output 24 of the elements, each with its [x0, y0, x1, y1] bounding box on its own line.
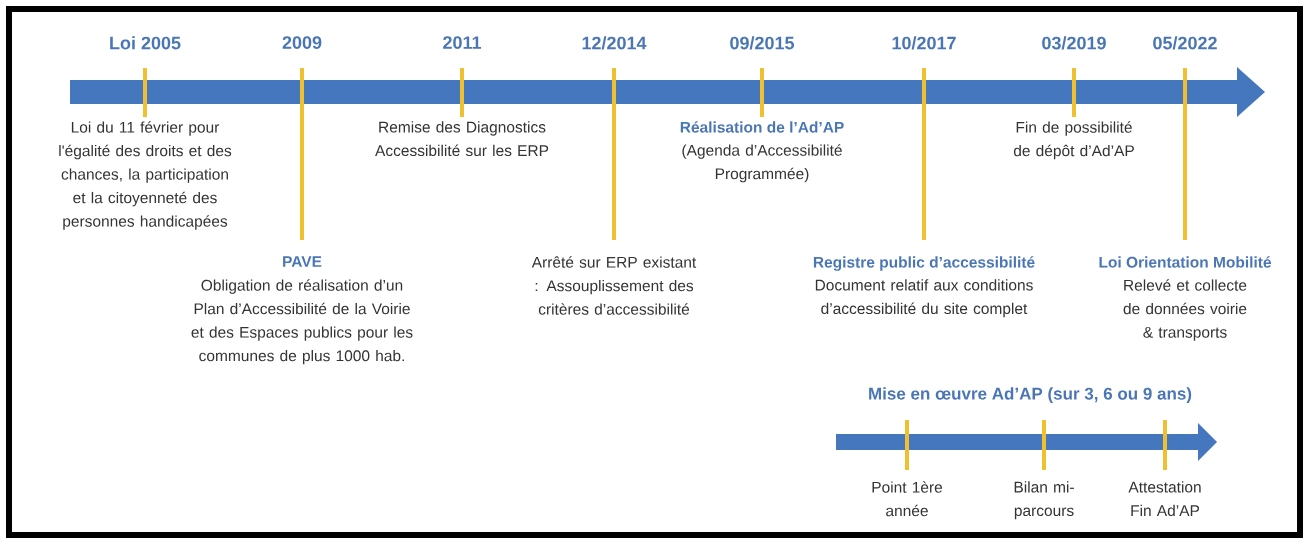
date-label: 10/2017	[892, 36, 956, 50]
event-heading: PAVE	[283, 256, 322, 267]
event-description: Relevé et collecte de données voirie & transports	[1123, 279, 1247, 341]
event-heading: Réalisation de l’Ad’AP	[680, 121, 844, 133]
event-description: Fin de possibilité de dépôt d’Ad’AP	[1013, 121, 1134, 160]
event-description: (Agenda d’Accessibilité Programmée)	[682, 144, 842, 183]
event-description: Arrêté sur ERP existant : Assouplissement des critères d’accessibilité	[531, 256, 697, 315]
event-description: Point 1ère année	[872, 481, 943, 517]
event-heading: Registre public d’accessibilité	[813, 256, 1035, 271]
date-label: 12/2014	[582, 36, 647, 50]
date-label: Loi 2005	[110, 36, 181, 50]
date-label: 2009	[282, 36, 322, 49]
event-description: Obligation de réalisation d’un Plan d’Accessibilité de la Voirie et des Espaces publics pour les communes de plus 1000 hab.	[191, 279, 413, 365]
event-description: Attestation Fin Ad’AP	[1128, 481, 1201, 517]
date-label: 09/2015	[730, 36, 795, 50]
event-description: Loi du 11 février pour l'égalité des droits et des chances, la participation et la citoyenneté des personnes handicapées	[59, 121, 232, 230]
date-label: 03/2019	[1042, 36, 1106, 50]
event-description: Document relatif aux conditions d’accessibilité du site complet	[815, 279, 1033, 318]
event-description: Remise des Diagnostics Accessibilité sur les ERP	[375, 121, 549, 157]
event-description: Bilan mi-parcours	[1014, 481, 1074, 520]
date-label: 05/2022	[1153, 36, 1217, 50]
section-heading: Mise en œuvre Ad’AP (sur 3, 6 ou 9 ans)	[869, 387, 1192, 404]
event-heading: Loi Orientation Mobilité	[1099, 256, 1272, 268]
date-label: 2011	[443, 36, 482, 49]
